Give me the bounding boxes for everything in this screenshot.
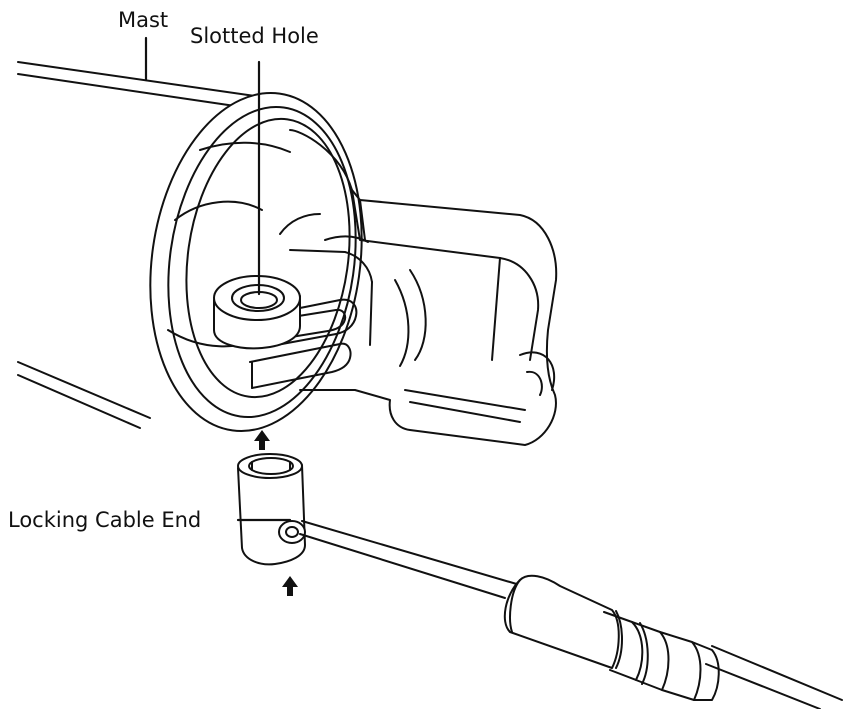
cable bbox=[299, 520, 843, 709]
leader-lines bbox=[144, 36, 292, 522]
insert-arrow-upper bbox=[254, 430, 270, 450]
cable-ferrule bbox=[503, 574, 720, 701]
mast-label: Mast bbox=[118, 8, 168, 32]
slotted-hole-label: Slotted Hole bbox=[190, 24, 319, 48]
slotted-arm bbox=[249, 298, 358, 389]
insert-arrow-lower bbox=[282, 576, 298, 596]
mounting-flange bbox=[149, 92, 363, 432]
bracket-housing bbox=[279, 129, 558, 446]
mast bbox=[17, 61, 256, 429]
locking-cable-end bbox=[237, 453, 306, 566]
locking-cable-end-label: Locking Cable End bbox=[8, 508, 201, 532]
slotted-hole-boss bbox=[213, 275, 301, 350]
